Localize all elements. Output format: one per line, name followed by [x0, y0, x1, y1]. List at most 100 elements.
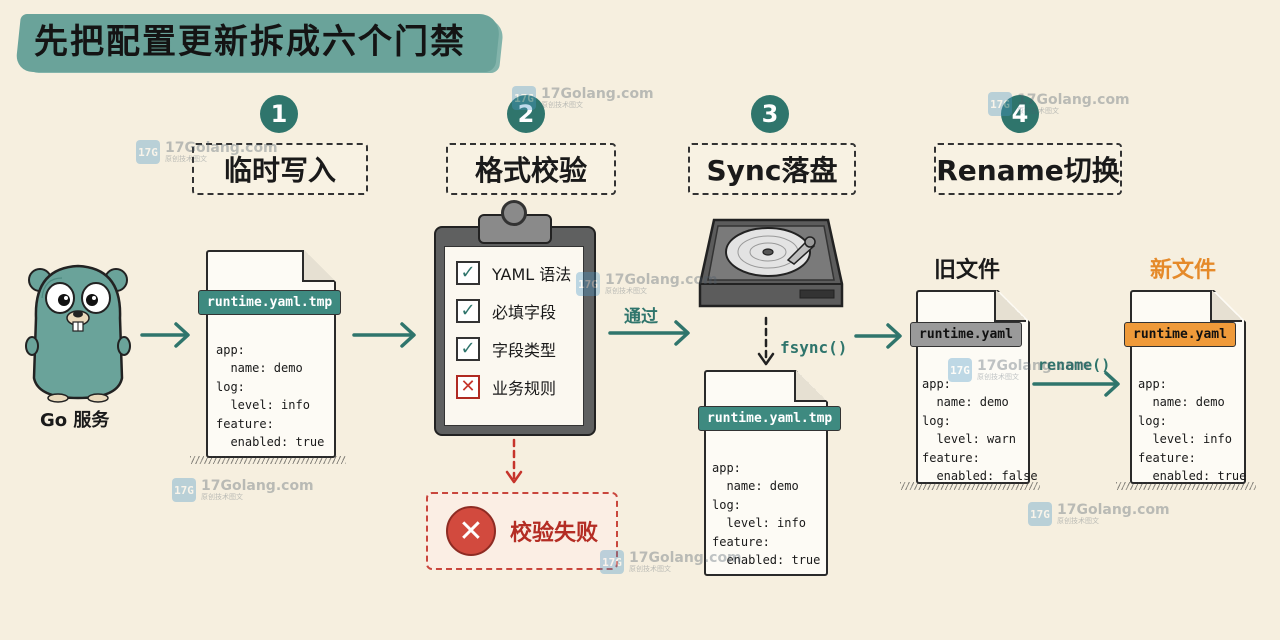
- code-line: enabled: false: [922, 469, 1038, 483]
- watermark-text: 17Golang.com: [629, 549, 742, 566]
- validation-fail-box: ✕ 校验失败: [426, 492, 618, 570]
- check-item-label: YAML 语法: [492, 265, 572, 284]
- fsync-label: fsync(): [780, 338, 848, 357]
- watermark-sub: 原创技术图文: [977, 372, 1019, 381]
- synced-file-name: runtime.yaml.tmp: [698, 406, 842, 431]
- check-pass-icon: ✓: [456, 261, 480, 285]
- watermark-text: 17Golang.com: [605, 271, 718, 288]
- code-line: name: demo: [922, 395, 1009, 409]
- code-line: log:: [922, 413, 951, 428]
- step-3-number: 3: [751, 95, 789, 133]
- check-item-types: ✓ 字段类型: [456, 330, 582, 368]
- code-line: feature:: [712, 534, 770, 549]
- page-title: 先把配置更新拆成六个门禁: [34, 22, 466, 62]
- code-line: name: demo: [712, 479, 799, 493]
- watermark-sub: 原创技术图文: [1057, 516, 1099, 525]
- step-3-label: Sync落盘: [688, 143, 856, 195]
- check-item-label: 字段类型: [492, 341, 557, 360]
- clipboard-ring: [501, 200, 527, 226]
- code-line: app:: [712, 460, 741, 475]
- check-pass-icon: ✓: [456, 337, 480, 361]
- check-item-label: 业务规则: [492, 379, 557, 398]
- watermark-text: 17Golang.com: [977, 357, 1090, 374]
- pass-label: 通过: [624, 307, 658, 327]
- old-file-heading: 旧文件: [934, 258, 1001, 283]
- watermark-logo-icon: 17G: [512, 86, 536, 110]
- step-1-number: 1: [260, 95, 298, 133]
- gopher-icon: [25, 264, 131, 403]
- hard-disk-icon: [698, 218, 844, 308]
- rename-label: rename(): [1038, 356, 1111, 374]
- watermark-text: 17Golang.com: [201, 477, 314, 494]
- code-line: level: info: [712, 516, 806, 530]
- watermark-logo-icon: 17G: [172, 478, 196, 502]
- code-line: feature:: [922, 450, 980, 465]
- step-4-number: 4: [1001, 95, 1039, 133]
- watermark-sub: 原创技术图文: [201, 492, 243, 501]
- watermark-logo-icon: 17G: [576, 272, 600, 296]
- watermark-text: 17Golang.com: [165, 139, 278, 156]
- watermark-text: 17Golang.com: [1017, 91, 1130, 108]
- code-line: feature:: [216, 416, 274, 431]
- code-line: level: info: [216, 398, 310, 412]
- code-line: app:: [922, 376, 951, 391]
- temp-file-name: runtime.yaml.tmp: [198, 290, 342, 315]
- check-item-yaml: ✓ YAML 语法: [456, 254, 582, 292]
- check-fail-icon: ✕: [456, 375, 480, 399]
- temp-file-card: [206, 250, 336, 458]
- validation-fail-label: 校验失败: [509, 521, 598, 546]
- watermark-logo-icon: 17G: [988, 92, 1012, 116]
- step-2-label: 格式校验: [446, 143, 616, 195]
- watermark-text: 17Golang.com: [1057, 501, 1170, 518]
- new-file-heading: 新文件: [1150, 258, 1217, 283]
- watermark-logo-icon: 17G: [948, 358, 972, 382]
- old-file-name: runtime.yaml: [910, 322, 1022, 347]
- watermark-logo-icon: 17G: [1028, 502, 1052, 526]
- old-file-fold: [994, 290, 1026, 322]
- code-line: log:: [712, 497, 741, 512]
- code-line: name: demo: [1138, 395, 1225, 409]
- code-line: level: warn: [922, 432, 1016, 446]
- code-line: enabled: true: [712, 553, 821, 567]
- code-line: feature:: [1138, 450, 1196, 465]
- watermark-sub: 原创技术图文: [629, 564, 671, 573]
- check-pass-icon: ✓: [456, 299, 480, 323]
- watermark-text: 17Golang.com: [541, 85, 654, 102]
- watermark-logo-icon: 17G: [600, 550, 624, 574]
- step-1-label: 临时写入: [192, 143, 368, 195]
- watermark-sub: 原创技术图文: [541, 100, 583, 109]
- code-line: name: demo: [216, 361, 303, 375]
- new-file-fold: [1210, 290, 1242, 322]
- step-4-label: Rename切换: [934, 143, 1122, 195]
- watermark-sub: 原创技术图文: [165, 154, 207, 163]
- new-file-shadow: [1116, 482, 1256, 490]
- old-file-shadow: [900, 482, 1040, 490]
- synced-file-card: [704, 370, 828, 576]
- check-item-label: 必填字段: [492, 303, 557, 322]
- watermark-logo-icon: 17G: [136, 140, 160, 164]
- step-2-number: 2: [507, 95, 545, 133]
- code-line: enabled: true: [216, 435, 325, 449]
- temp-file-fold: [302, 250, 334, 282]
- go-service-label: Go 服务: [40, 410, 110, 431]
- new-file-name: runtime.yaml: [1124, 322, 1236, 347]
- fail-x-icon: ✕: [445, 506, 496, 556]
- code-line: log:: [1138, 413, 1167, 428]
- watermark-sub: 原创技术图文: [605, 286, 647, 295]
- synced-file-fold: [794, 370, 826, 402]
- check-item-required: ✓ 必填字段: [456, 292, 582, 330]
- code-line: enabled: true: [1138, 469, 1247, 483]
- code-line: app:: [216, 342, 245, 357]
- code-line: log:: [216, 379, 245, 394]
